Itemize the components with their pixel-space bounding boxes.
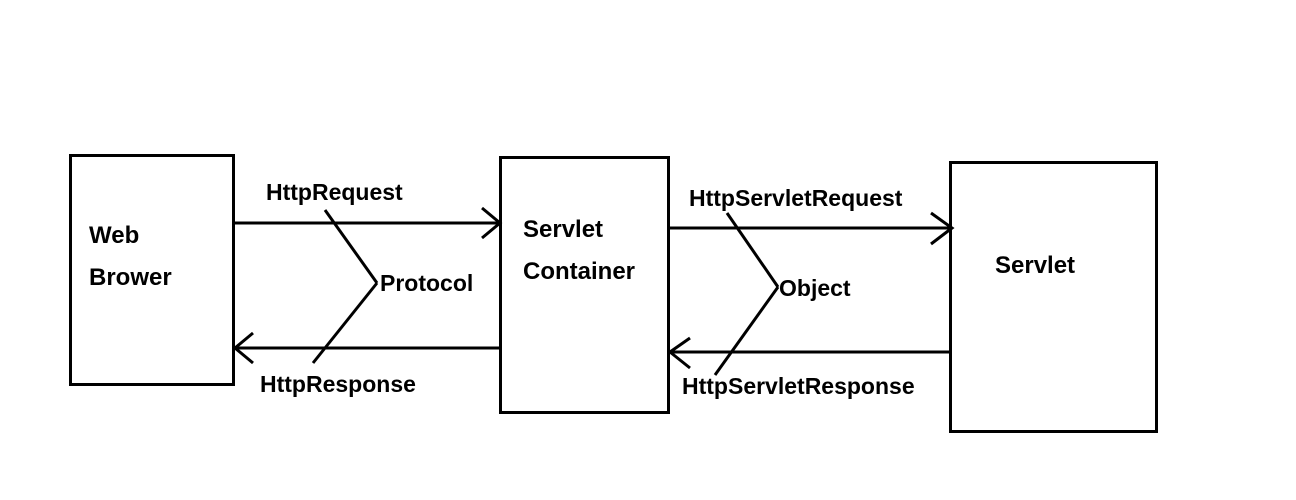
servlet-container-label-line2: Container bbox=[523, 258, 636, 285]
web-browser-label-line1: Web bbox=[89, 222, 140, 249]
servlet-container-label-line1: Servlet bbox=[523, 216, 604, 243]
http-servlet-response-label: HttpServletResponse bbox=[682, 373, 915, 399]
servlet-node: Servlet bbox=[949, 161, 1158, 433]
web-browser-label-line2: Brower bbox=[89, 264, 172, 291]
http-servlet-request-arrow bbox=[670, 211, 955, 246]
object-brace bbox=[713, 212, 780, 376]
protocol-label: Protocol bbox=[380, 270, 474, 296]
http-response-arrow bbox=[232, 331, 500, 365]
http-servlet-response-arrow bbox=[667, 336, 949, 370]
web-browser-node: Web Brower bbox=[69, 154, 235, 386]
servlet-container-node: Servlet Container bbox=[499, 156, 670, 414]
http-request-arrow bbox=[235, 206, 503, 240]
object-label: Object bbox=[779, 275, 851, 301]
servlet-label: Servlet bbox=[995, 252, 1076, 279]
protocol-brace bbox=[311, 209, 379, 364]
http-response-label: HttpResponse bbox=[260, 371, 416, 397]
http-request-label: HttpRequest bbox=[266, 179, 403, 205]
http-servlet-request-label: HttpServletRequest bbox=[689, 185, 903, 211]
